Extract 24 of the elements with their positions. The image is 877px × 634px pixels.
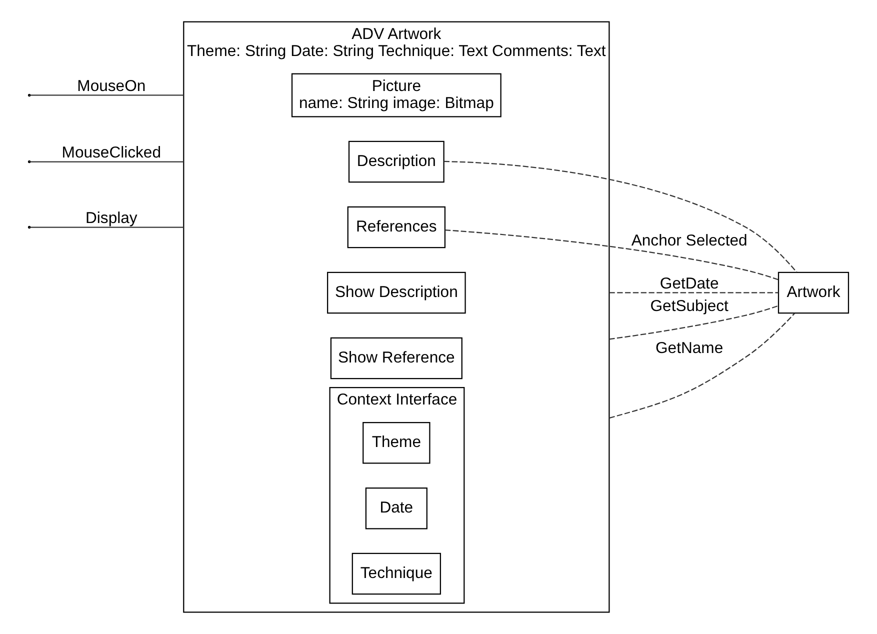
- node-box: Theme: [362, 422, 430, 464]
- connector: [30, 94, 184, 96]
- edge-label: Display: [86, 210, 138, 227]
- connector: [609, 312, 796, 419]
- connector: [609, 292, 778, 294]
- edge-label: Anchor Selected: [631, 232, 748, 250]
- node-box: Show Description: [327, 272, 466, 314]
- node-box: Technique: [352, 552, 441, 595]
- connector: [30, 226, 184, 228]
- node-box: Date: [365, 487, 428, 530]
- edge-label: GetSubject: [650, 298, 728, 316]
- connector: [30, 161, 184, 162]
- edge-label: GetName: [656, 340, 724, 357]
- edge-label: GetDate: [660, 275, 719, 292]
- connector: [444, 160, 798, 273]
- node-box: Show Reference: [330, 337, 462, 380]
- connector: [609, 305, 778, 340]
- node-box: Picture name: String image: Bitmap: [291, 73, 502, 118]
- node-box: Description: [348, 140, 444, 183]
- node-box: Artwork: [778, 272, 850, 314]
- node-box: References: [347, 206, 446, 248]
- connector: [445, 229, 778, 280]
- edge-label: MouseOn: [77, 78, 146, 95]
- edge-label: MouseClicked: [62, 144, 162, 162]
